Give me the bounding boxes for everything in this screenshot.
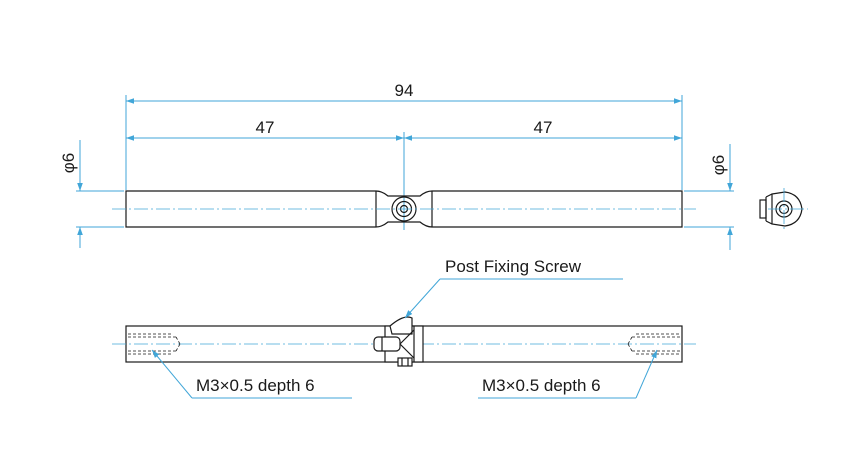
left-half-label: 47 xyxy=(256,118,275,137)
end-view xyxy=(759,188,808,230)
right-diameter-dimension: φ6 xyxy=(684,144,734,250)
post-fixing-screw-callout: Post Fixing Screw xyxy=(404,257,623,319)
top-view: 94 47 47 φ6 φ6 xyxy=(59,81,808,250)
right-half-dimension: 47 xyxy=(404,118,682,141)
side-view: Post Fixing Screw M3×0.5 depth 6 M3×0.5 … xyxy=(112,257,696,399)
overall-length-dimension: 94 xyxy=(126,81,682,104)
left-diameter-dimension: φ6 xyxy=(59,140,124,248)
right-diameter-label: φ6 xyxy=(709,155,728,175)
left-tapped-hole xyxy=(128,333,181,355)
right-tapped-hole xyxy=(627,333,680,355)
left-thread-label: M3×0.5 depth 6 xyxy=(196,376,315,395)
post-fixing-screw-label: Post Fixing Screw xyxy=(445,257,582,276)
fixing-screw-assembly xyxy=(373,316,424,367)
right-half-label: 47 xyxy=(534,118,553,137)
rod-side-view xyxy=(112,316,696,367)
right-thread-callout: M3×0.5 depth 6 xyxy=(478,349,658,399)
left-half-dimension: 47 xyxy=(126,118,404,141)
right-thread-label: M3×0.5 depth 6 xyxy=(482,376,601,395)
left-thread-callout: M3×0.5 depth 6 xyxy=(151,349,352,399)
left-diameter-label: φ6 xyxy=(59,153,78,173)
rod-top-view xyxy=(112,190,696,228)
overall-length-label: 94 xyxy=(395,81,414,100)
